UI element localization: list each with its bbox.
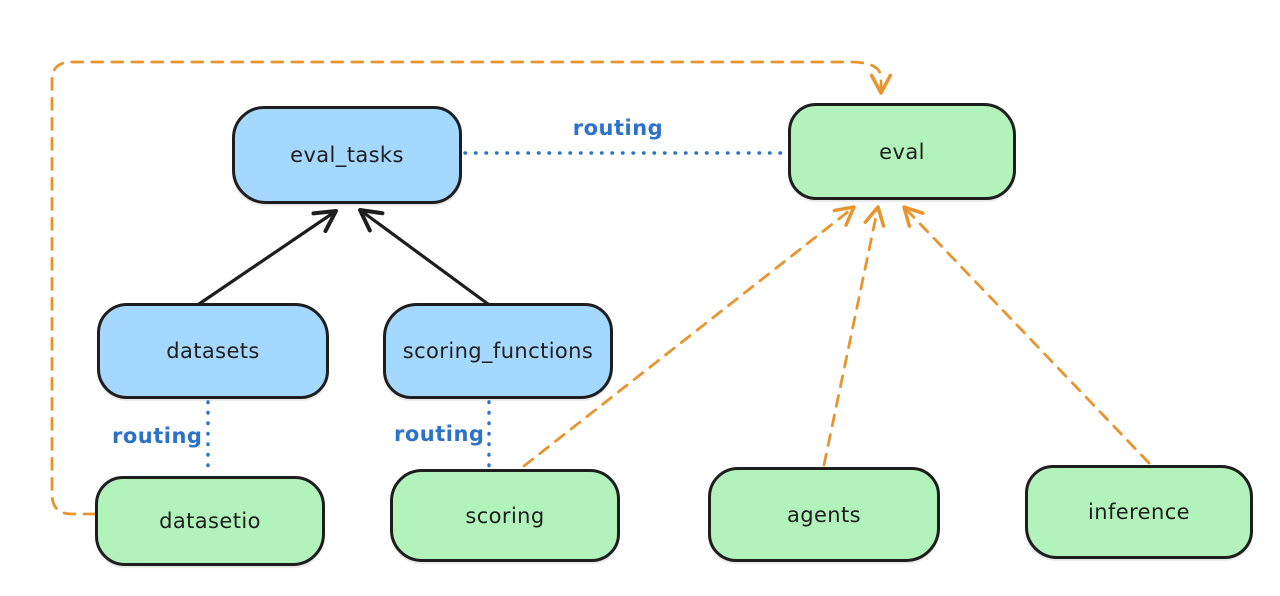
node-eval-tasks-label: eval_tasks [290, 143, 404, 167]
node-eval-tasks: eval_tasks [232, 106, 462, 204]
edge-datasets-to-eval-tasks [197, 209, 338, 306]
node-datasets: datasets [97, 303, 329, 399]
node-inference: inference [1025, 465, 1253, 559]
node-scoring-functions: scoring_functions [383, 303, 613, 399]
node-datasetio-label: datasetio [159, 509, 261, 533]
edge-scoring-to-eval [522, 205, 856, 468]
edge-label-routing-eval-tasks-eval: routing [572, 116, 664, 140]
node-scoring: scoring [390, 469, 620, 562]
node-scoring-functions-label: scoring_functions [402, 339, 594, 363]
node-agents: agents [708, 467, 940, 562]
edge-inference-to-eval [902, 205, 1151, 465]
edge-datasetio-to-eval [50, 60, 893, 516]
node-scoring-label: scoring [465, 503, 545, 528]
edge-label-routing-scoring-functions-scoring: routing [394, 422, 485, 446]
edge-agents-to-eval [822, 205, 886, 467]
edge-scoring-functions-to-eval-tasks [358, 208, 490, 306]
node-eval-label: eval [879, 139, 925, 164]
node-datasets-label: datasets [166, 339, 260, 363]
edge-label-routing-datasets-datasetio: routing [112, 424, 203, 448]
node-agents-label: agents [786, 502, 861, 527]
node-inference-label: inference [1088, 500, 1190, 524]
node-eval: eval [788, 103, 1016, 200]
node-datasetio: datasetio [95, 476, 325, 566]
